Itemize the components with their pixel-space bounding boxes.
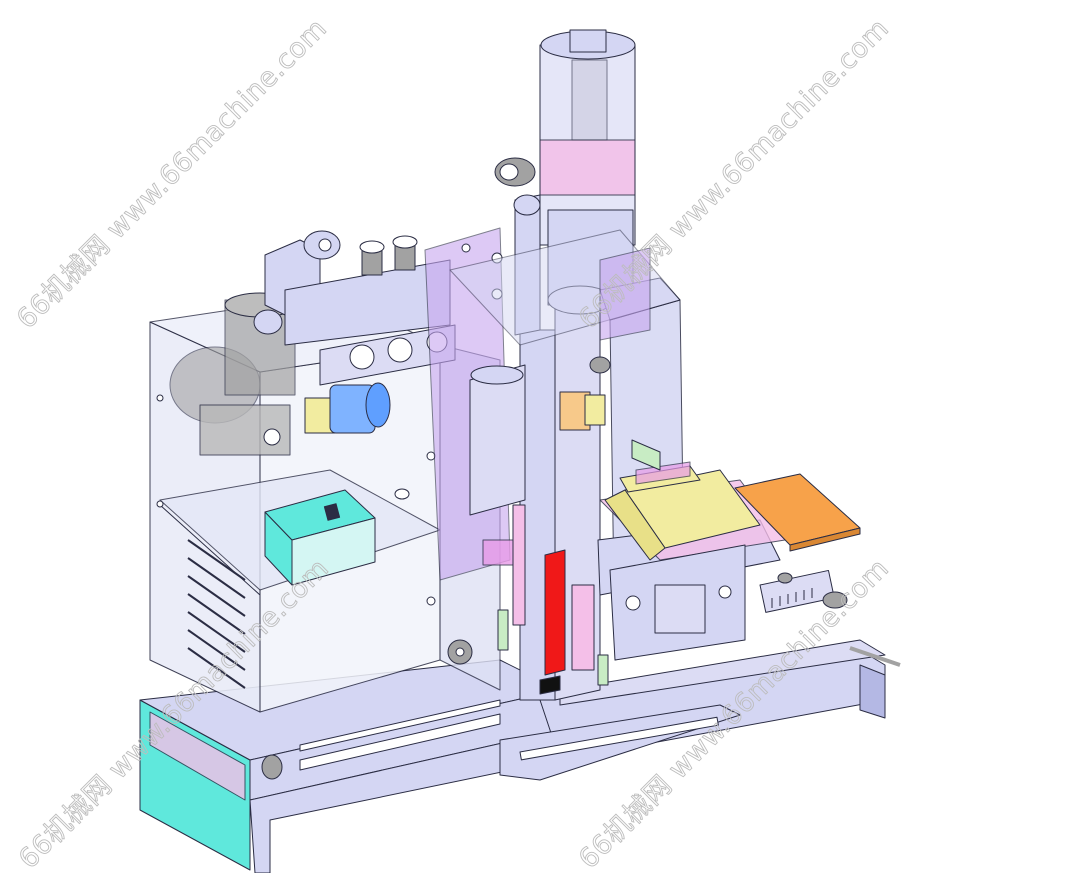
valve-knob-inner [318,238,332,252]
side-fitting [589,356,611,374]
guide-teeth [771,588,813,608]
pneumatic-fitting [304,382,391,434]
pink-slider [512,504,526,626]
bracket-fitting [513,194,541,216]
guide-knob [777,572,793,584]
base-rod [849,646,901,667]
violet-sheet [599,247,651,341]
green-block [497,609,509,651]
cylinder-rod-cap [569,29,607,53]
slide-table [597,439,861,661]
cylinder-inner [571,59,608,141]
green-strip [631,439,661,471]
yellow-block [584,394,606,426]
guide-knob [822,591,848,609]
orange-plate-edge [789,527,861,552]
box-side [291,517,376,586]
enclosure-screw [156,500,164,508]
machine-assembly [139,29,901,873]
electric-box [264,489,376,586]
black-part [539,675,561,695]
guide-cap [470,365,524,385]
side-fitting [261,754,283,780]
regulator-port [263,428,281,446]
guide-rod-block [469,364,526,516]
enclosure-screw [156,394,164,402]
base-rail-left-slot [299,713,501,771]
fitting-blue-end [365,382,391,428]
base-foot-slot [519,716,719,761]
enclosure-hole [394,488,410,500]
solenoid-valve [253,230,456,386]
base-frame [139,639,901,873]
box-label [323,503,341,521]
filter-regulator [169,292,296,456]
vent-slots [187,539,246,689]
base-leg-right [859,664,886,719]
slide-yellow-side [604,489,666,561]
plate-hole [461,243,471,253]
pink-rod [571,584,595,671]
cylinder-pink-band [539,139,636,196]
enclosure-screw [426,596,436,606]
mid-assembly [447,364,609,695]
push-fittings [359,235,418,276]
slide-motor [654,584,706,634]
green-block [597,654,609,686]
base-rail-right-top [559,639,886,706]
wheel-hub [455,647,465,657]
magenta-block [482,539,514,566]
base-pink-strip [149,711,246,801]
linear-guide [759,569,835,613]
base-rail-left-slot2 [299,699,501,752]
elbow-fitting-inner [499,163,519,181]
slide-port [625,595,641,611]
valve-end-cap [253,309,283,335]
valve-port [349,344,375,370]
slide-port [718,585,732,599]
valve-port [387,337,413,363]
red-part [544,549,566,676]
slide-connector [635,461,691,485]
